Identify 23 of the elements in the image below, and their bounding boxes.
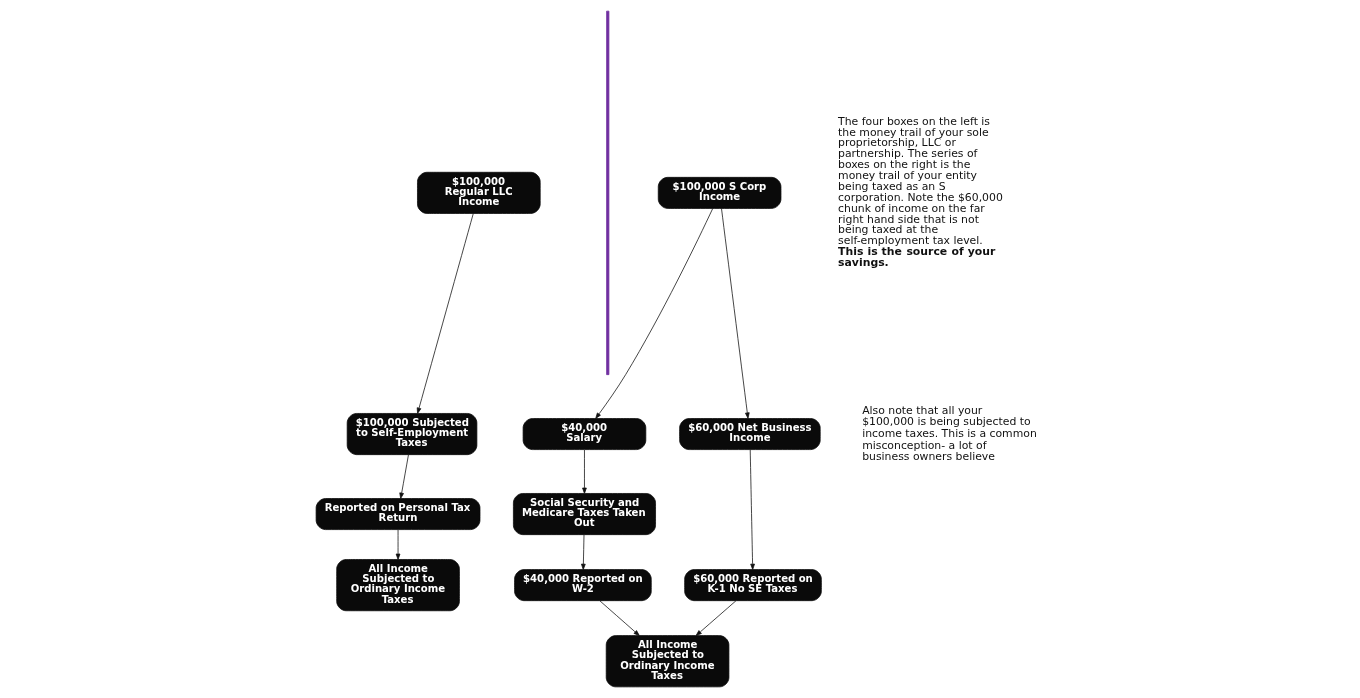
arrow [749, 449, 755, 570]
arrow [399, 454, 409, 499]
arrow [695, 600, 737, 636]
arrow [416, 213, 474, 414]
node-box: $40,000 Salary [522, 418, 647, 450]
node-box: $40,000 Reported on W-2 [514, 569, 652, 602]
label: Also note that all your $100,000 is being subjected to income taxes. This is a common misconception- a lot of business owners believe [862, 403, 1037, 464]
arrow [595, 208, 714, 419]
node-box: All Income Subjected to Ordinary Income Taxes [336, 559, 460, 612]
arrow [582, 449, 587, 494]
node-box: $100,000 Subjected to Self-Employment Taxes [346, 413, 478, 455]
node-box: $100,000 S Corp Income [657, 176, 782, 209]
node-box: $60,000 Reported on K-1 No SE Taxes [684, 569, 822, 602]
node-box: Social Security and Medicare Taxes Taken Out [513, 493, 656, 536]
arrow [581, 534, 586, 570]
arrow [395, 529, 401, 560]
node-box: $100,000 Regular LLC Income [417, 171, 541, 214]
arrow [599, 600, 640, 636]
node-box: All Income Subjected to Ordinary Income Taxes [605, 635, 730, 688]
node-box: $60,000 Net Business Income [679, 418, 821, 450]
node-box: Reported on Personal Tax Return [315, 498, 481, 530]
label: The four boxes on the left is the money trail of your sole proprietorship, LLC or partnership. The series of boxes on the right is the money trail of your entity being taxed as an S corporation. Note the $60,000 chunk of income on the far right hand side that is not being taxed at the self-employment tax level. This is the source of your savings. [838, 114, 1003, 270]
arrow [721, 208, 750, 419]
